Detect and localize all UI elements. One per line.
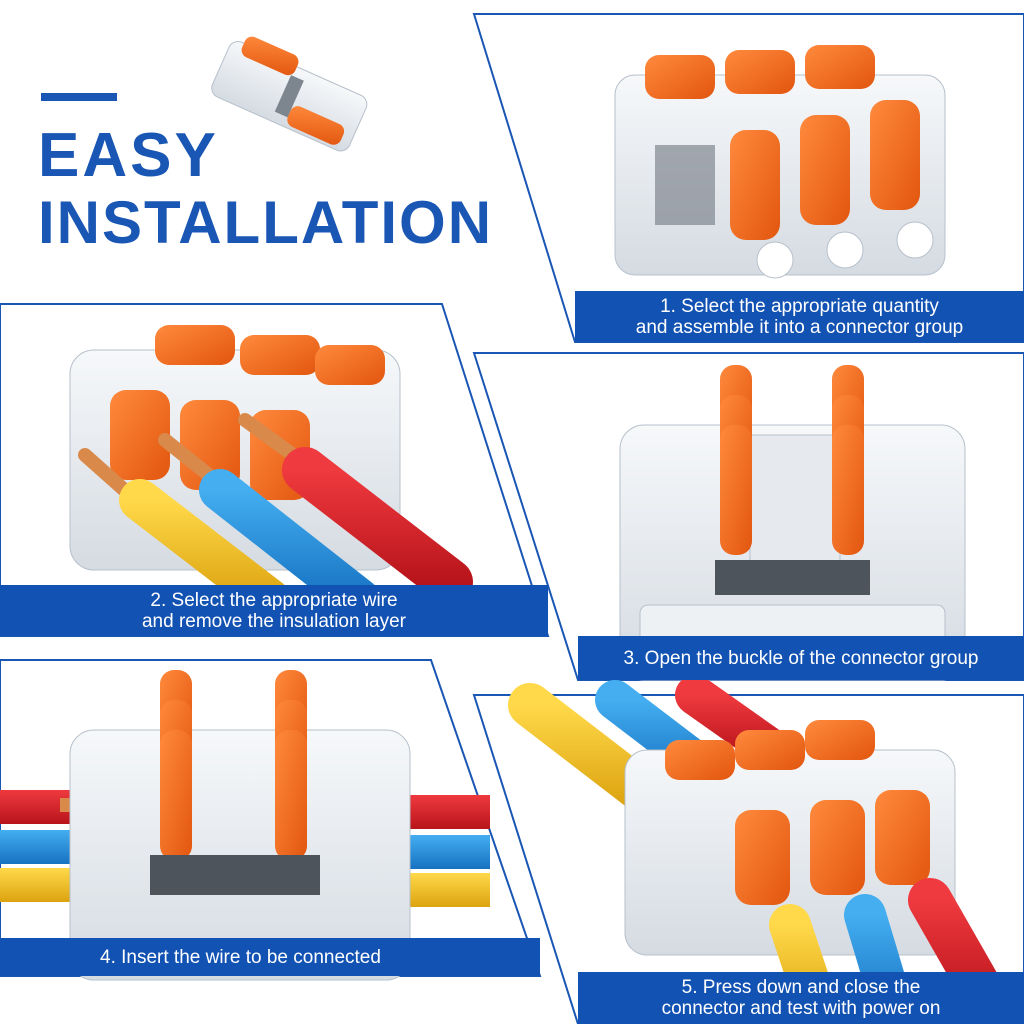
single-connector-image xyxy=(211,36,368,152)
page-title-line2: INSTALLATION xyxy=(38,189,494,256)
step-4-caption-line1: 4. Insert the wire to be connected xyxy=(100,946,381,968)
step-1-caption: 1. Select the appropriate quantity and a… xyxy=(575,291,1024,342)
step-5-caption-line2: connector and test with power on xyxy=(661,998,941,1019)
step-3-caption-line1: 3. Open the buckle of the connector grou… xyxy=(623,647,979,669)
step-3-caption: 3. Open the buckle of the connector grou… xyxy=(578,636,1024,680)
step1-connector-group xyxy=(614,45,946,279)
step-5-caption: 5. Press down and close the connector an… xyxy=(578,972,1024,1024)
page-title-line1: EASY xyxy=(38,121,219,190)
step-2-caption-line2: and remove the insulation layer xyxy=(141,610,407,632)
frame-step-4 xyxy=(0,659,542,977)
step-2-caption: 2. Select the appropriate wire and remov… xyxy=(0,585,548,636)
title-accent-bar xyxy=(41,93,117,101)
step-2-caption-line1: 2. Select the appropriate wire xyxy=(150,589,398,611)
step3-connector-open xyxy=(619,365,966,681)
step4-inserting-wires xyxy=(0,670,490,981)
step-4-caption: 4. Insert the wire to be connected xyxy=(0,938,540,976)
frame-step-3 xyxy=(472,352,1024,681)
step-1-caption-line1: 1. Select the appropriate quantity xyxy=(660,295,939,317)
step-5-caption-line1: 5. Press down and close the xyxy=(681,977,921,998)
step-1-caption-line2: and assemble it into a connector group xyxy=(635,316,964,338)
step2-connector-wires xyxy=(69,325,473,621)
step5-connector-closed xyxy=(508,675,1012,1024)
